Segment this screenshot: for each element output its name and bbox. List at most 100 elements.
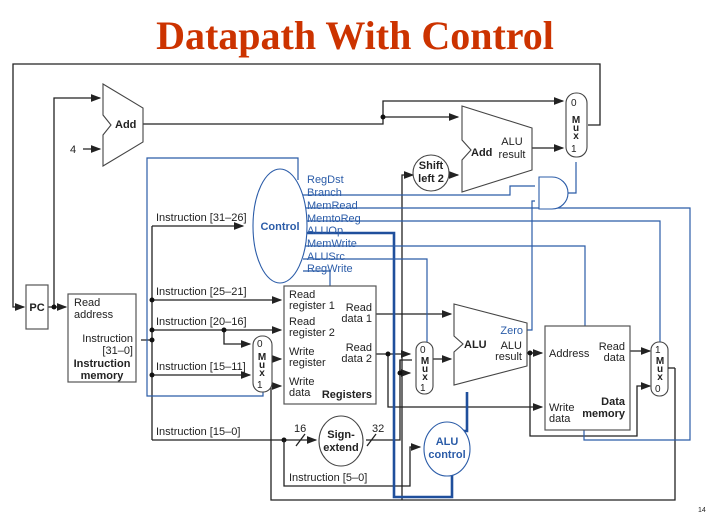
svg-text:Data: Data [601,396,626,408]
wire-aluop [303,231,454,499]
svg-text:ALU: ALU [501,340,522,352]
alu[interactable]: ALU Zero ALU result [453,303,528,386]
svg-text:Address: Address [549,348,590,360]
instruction-field-labels: Instruction [31–26] Instruction [25–21] … [156,212,367,484]
svg-text:data 2: data 2 [341,353,372,365]
svg-text:x: x [573,131,579,142]
svg-text:Read: Read [599,341,625,353]
svg-text:data: data [604,352,626,364]
svg-text:Instruction: Instruction [74,358,131,370]
svg-text:[31–0]: [31–0] [102,345,133,357]
svg-text:1: 1 [571,144,577,155]
const-four: 4 [70,144,76,156]
svg-text:Instruction [31–26]: Instruction [31–26] [156,212,247,224]
svg-text:control: control [428,449,465,461]
svg-text:1: 1 [420,383,426,394]
svg-text:RegDst: RegDst [307,174,344,186]
svg-text:Instruction [20–16]: Instruction [20–16] [156,316,247,328]
svg-text:1: 1 [655,345,661,356]
svg-text:u: u [422,364,428,375]
svg-text:Registers: Registers [322,389,372,401]
svg-text:16: 16 [294,423,306,435]
svg-text:Read: Read [289,316,315,328]
svg-text:Instruction [15–11]: Instruction [15–11] [156,361,246,373]
control-wires [146,157,691,499]
svg-text:Shift: Shift [419,160,444,172]
sign-extend[interactable]: Sign- extend 16 32 [294,415,384,467]
svg-text:Read: Read [346,302,372,314]
branch-adder[interactable]: Add ALU result [461,105,533,193]
wire-pc-to-add [53,94,102,307]
wire-shift-in [401,171,415,500]
svg-text:ALUSrc: ALUSrc [307,251,345,263]
datapath-wires [12,63,676,501]
svg-text:result: result [499,149,526,161]
svg-text:ALUOp: ALUOp [307,225,343,237]
svg-text:1: 1 [257,380,263,391]
wire-pc-plus-4 [143,97,565,125]
svg-text:Instruction [5–0]: Instruction [5–0] [289,472,367,484]
svg-text:0: 0 [655,384,661,395]
wire-memwrite [303,245,586,326]
svg-text:Read: Read [346,342,372,354]
regdst-mux[interactable]: 0 M u x 1 [252,335,273,393]
svg-text:u: u [657,364,663,375]
svg-text:left 2: left 2 [418,173,444,185]
svg-text:0: 0 [257,339,263,350]
svg-text:x: x [422,372,428,383]
slide-title: Datapath With Control [156,13,554,58]
svg-text:MemWrite: MemWrite [307,238,357,250]
svg-text:Write: Write [289,346,314,358]
svg-text:32: 32 [372,423,384,435]
instruction-memory[interactable]: Read address Instruction [31–0] Instruct… [67,293,137,383]
wire-memtoreg [303,220,661,342]
svg-text:Instruction [25–21]: Instruction [25–21] [156,286,247,298]
svg-text:register 2: register 2 [289,327,335,339]
svg-text:memory: memory [582,408,626,420]
wire-regdst [146,157,299,397]
svg-text:register 1: register 1 [289,300,335,312]
pc-mux[interactable]: 0 M u x 1 [565,92,588,158]
branch-and-gate [538,176,569,210]
svg-text:Add: Add [115,119,136,131]
wire-branch [303,185,535,196]
data-memory[interactable]: Address Read data Write data Data memory [544,325,631,431]
svg-text:RegWrite: RegWrite [307,263,353,275]
svg-text:Control: Control [260,221,299,233]
svg-text:data: data [549,413,571,425]
register-file[interactable]: Read register 1 Read register 2 Write re… [283,285,377,405]
pc-adder[interactable]: Add 4 [70,83,144,167]
svg-text:M: M [258,352,266,363]
wire-pc-feedback [12,63,601,311]
svg-text:0: 0 [571,98,577,109]
svg-text:result: result [495,351,522,363]
alusrc-mux[interactable]: 0 M u x 1 [415,341,434,395]
svg-text:data 1: data 1 [341,313,372,325]
svg-text:ALU: ALU [464,339,487,351]
svg-text:Write: Write [549,402,574,414]
svg-text:x: x [259,368,265,379]
svg-text:MemtoReg: MemtoReg [307,213,361,225]
alu-control[interactable]: ALU control [423,421,471,477]
memtoreg-mux[interactable]: 1 M u x 0 [650,341,669,397]
svg-text:Read: Read [74,297,100,309]
shift-left-2[interactable]: Shift left 2 [412,154,450,192]
svg-text:x: x [657,372,663,383]
svg-text:Zero: Zero [500,325,523,337]
page-number: 14 [698,507,706,514]
svg-text:Instruction [15–0]: Instruction [15–0] [156,426,240,438]
svg-text:register: register [289,357,326,369]
wire-alusrc [303,258,428,342]
svg-text:memory: memory [81,370,125,382]
wire-memread [303,207,691,441]
svg-text:0: 0 [420,345,426,356]
svg-text:ALU: ALU [501,136,522,148]
wire-and-out [568,162,577,194]
control-unit[interactable]: Control [252,168,308,284]
pc-register[interactable]: PC [25,284,49,330]
svg-text:Write: Write [289,376,314,388]
svg-text:Add: Add [471,147,492,159]
svg-text:extend: extend [323,442,358,454]
svg-text:M: M [656,356,664,367]
svg-text:PC: PC [29,302,44,314]
